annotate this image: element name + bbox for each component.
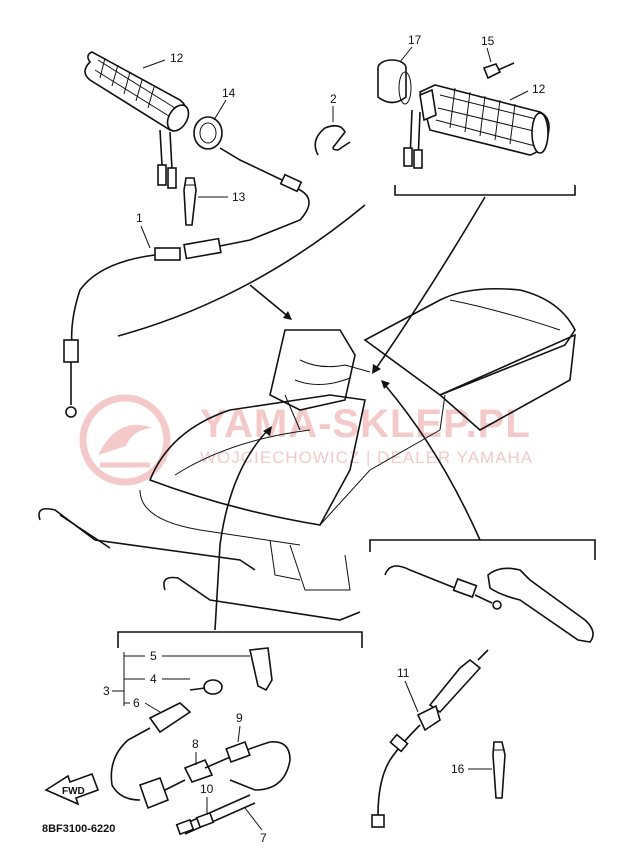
- callout-1: 1: [136, 211, 143, 225]
- screw-15: [482, 62, 515, 80]
- watermark-logo-icon: [79, 394, 171, 486]
- cable-tie-13: [183, 177, 197, 226]
- callout-4: 4: [150, 672, 157, 686]
- callouts: 12 14 2 17 15 12 13 1 5 4 3 6 9 8 10: [103, 33, 546, 845]
- throttle-ring: [193, 116, 223, 150]
- watermark-subtitle: WOJCIECHOWICZ | DEALER YAMAHA: [200, 448, 533, 467]
- callout-12-right: 12: [532, 82, 546, 96]
- callout-11: 11: [397, 666, 410, 680]
- watermark-title: YAMA-SKLEP.PL: [200, 402, 531, 446]
- callout-15: 15: [481, 34, 495, 48]
- callout-7: 7: [260, 831, 267, 845]
- callout-8: 8: [192, 737, 199, 751]
- callout-2: 2: [330, 92, 337, 106]
- handlebar-grip-left: [84, 51, 190, 189]
- cable-tie-16: [492, 741, 506, 799]
- callout-16: 16: [451, 762, 465, 776]
- callout-9: 9: [236, 711, 243, 725]
- callout-3: 3: [103, 684, 110, 698]
- choke-cable-assembly-3: [110, 647, 291, 836]
- brake-cable-11: [371, 649, 489, 828]
- throttle-cable-1: [63, 147, 310, 418]
- grip-end-cap-17: [377, 59, 412, 105]
- callout-10: 10: [200, 782, 214, 796]
- callout-13: 13: [232, 190, 246, 204]
- cable-clip-2: [314, 124, 351, 156]
- callout-14: 14: [222, 86, 236, 100]
- snowmobile-body: [38, 287, 576, 621]
- pointer-arrows: [214, 196, 486, 631]
- callout-17: 17: [408, 33, 422, 47]
- part-code: 8BF3100-6220: [42, 823, 115, 835]
- handlebar-grip-right: [403, 84, 550, 169]
- watermark: YAMA-SKLEP.PL WOJCIECHOWICZ | DEALER YAM…: [79, 394, 533, 486]
- brake-lever-assembly: [384, 565, 594, 643]
- callout-12-left: 12: [170, 51, 184, 65]
- callout-5: 5: [150, 649, 157, 663]
- callout-6: 6: [133, 696, 140, 710]
- fwd-arrow-icon: FWD: [44, 772, 100, 806]
- fwd-label: FWD: [62, 786, 85, 797]
- group-brackets: [117, 185, 596, 648]
